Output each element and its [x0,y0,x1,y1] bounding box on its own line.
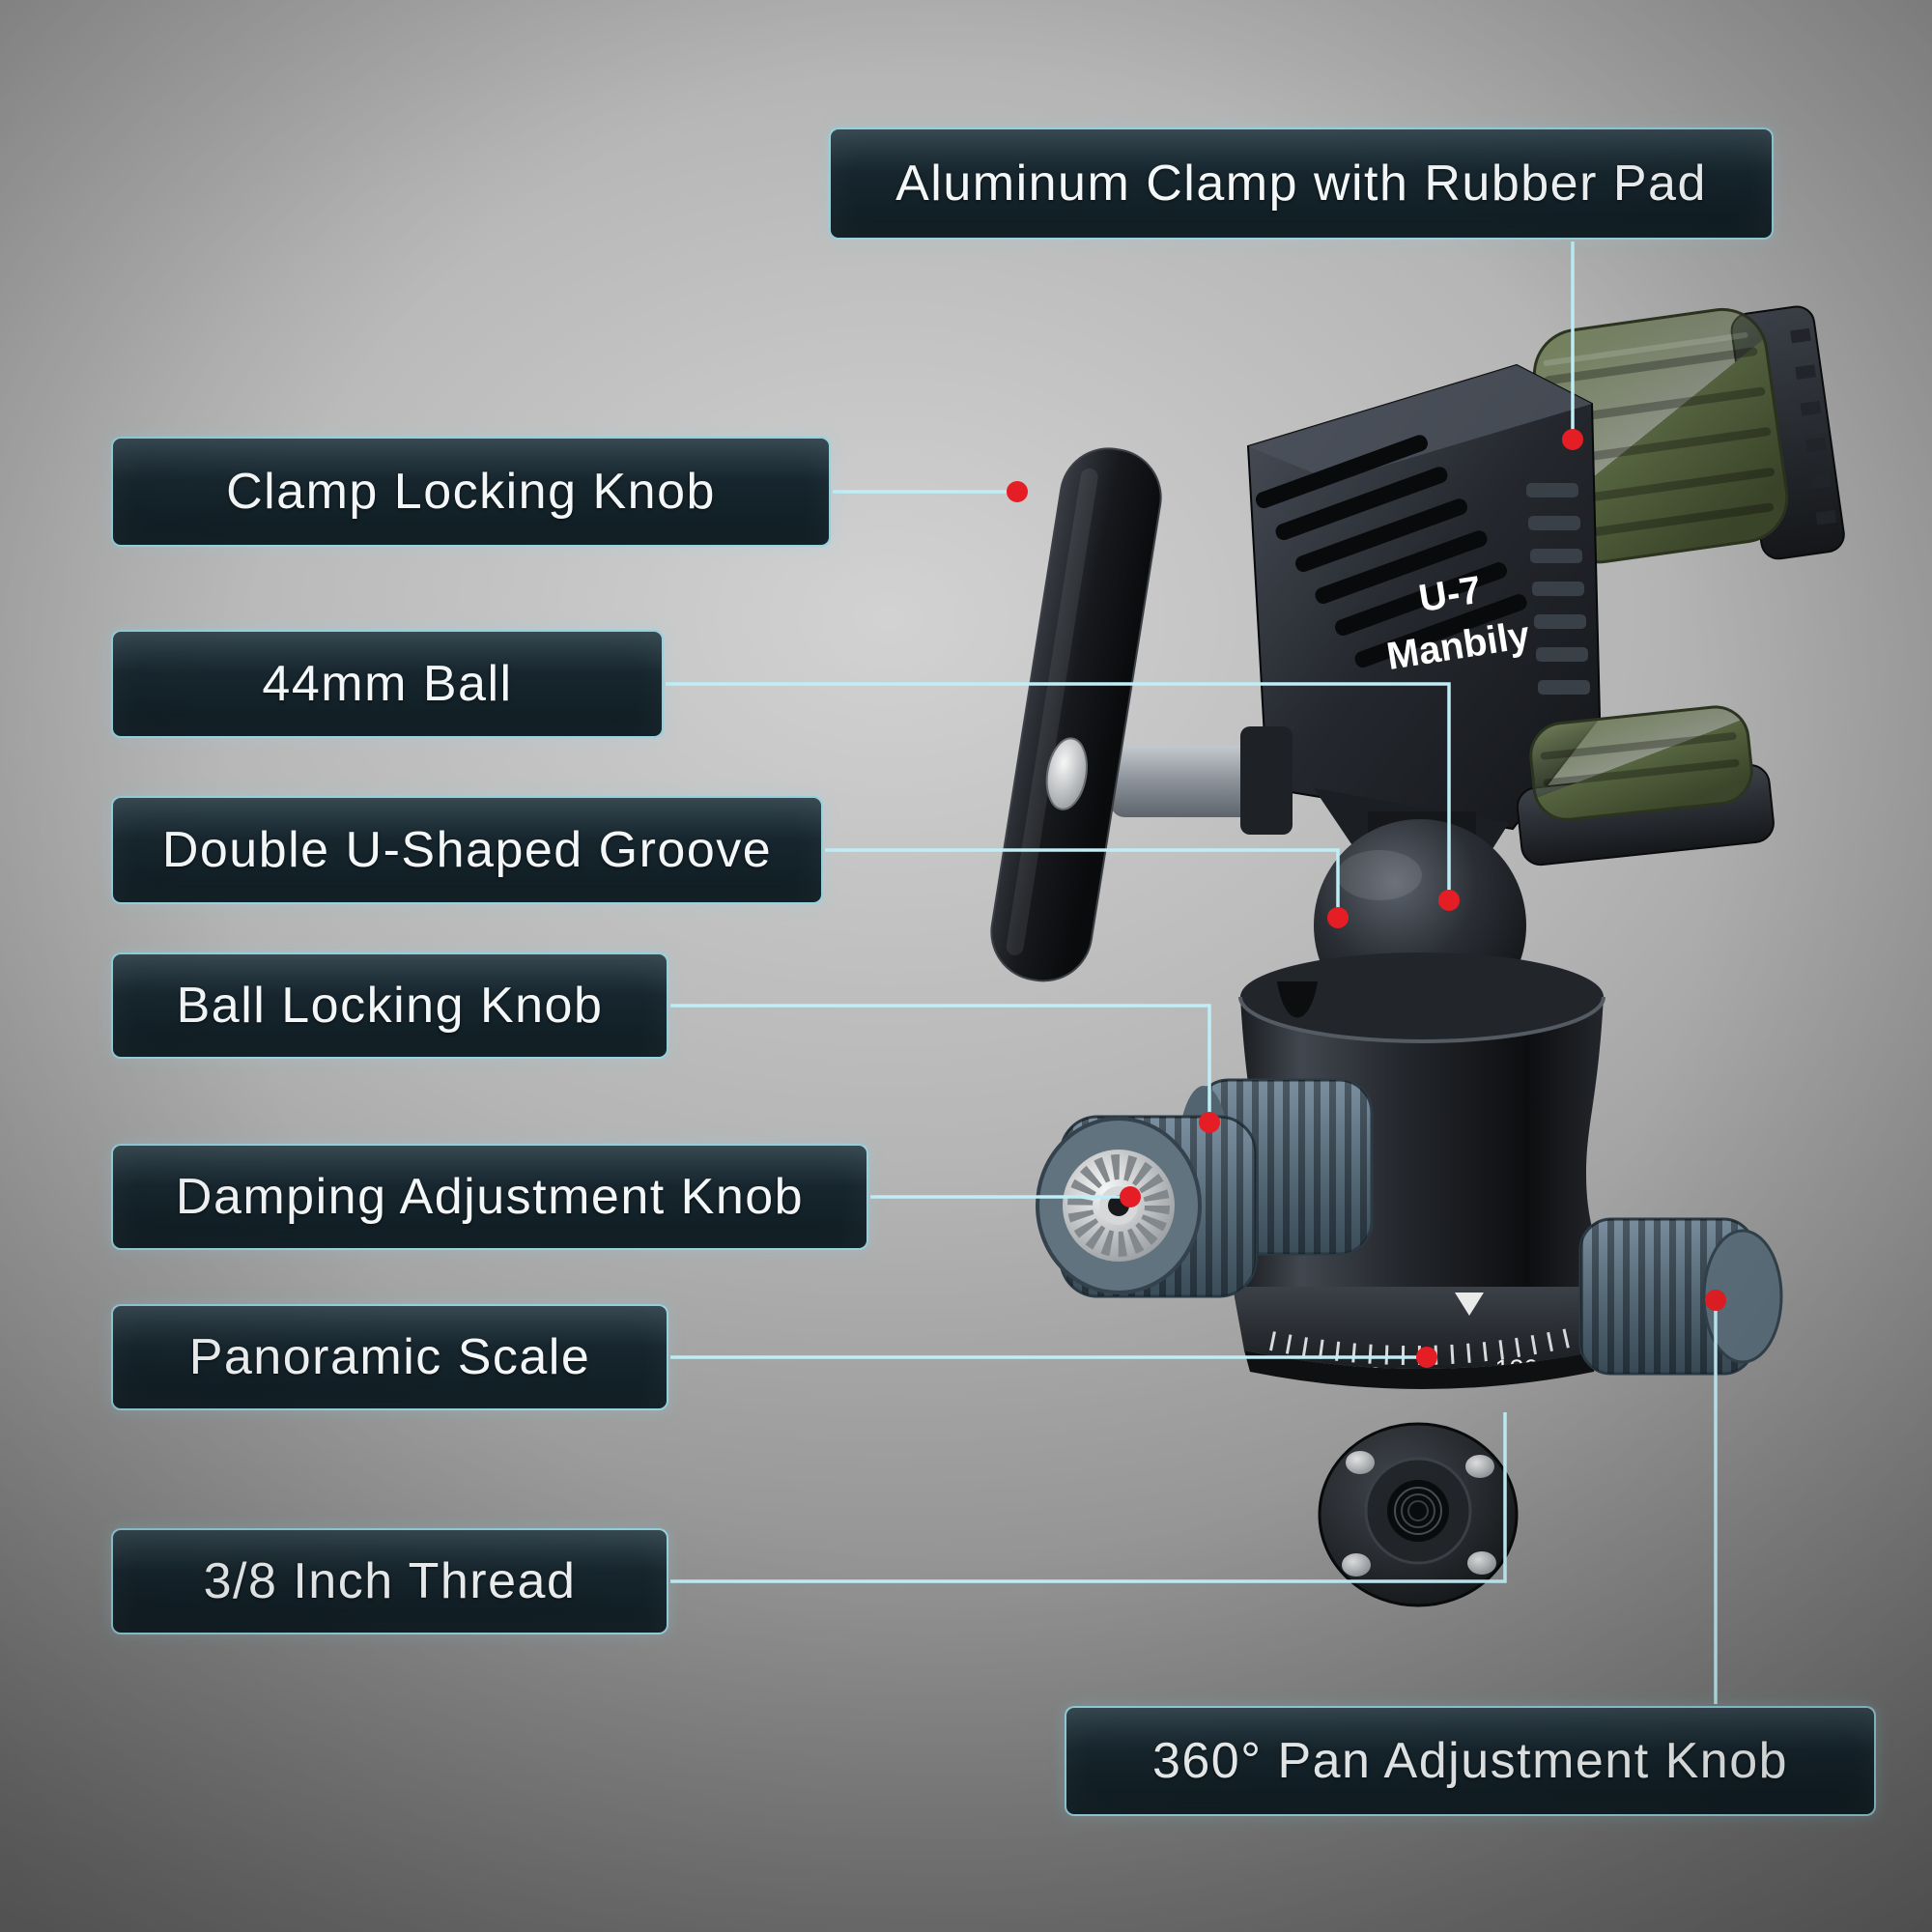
disc-screw [1467,1551,1496,1575]
label-44mm-ball-text: 44mm Ball [262,656,513,712]
disc-screw [1342,1553,1371,1577]
thread-hole [1387,1480,1449,1542]
marker-dot-pan-knob [1705,1290,1726,1311]
handle-pivot-cap [1045,737,1088,810]
clamp-knob-collar [1240,726,1293,835]
label-damping-knob: Damping Adjustment Knob [111,1144,868,1250]
label-pan-knob-text: 360° Pan Adjustment Knob [1151,1733,1789,1789]
label-aluminum-clamp: Aluminum Clamp with Rubber Pad [829,128,1774,240]
label-panoramic-scale-text: Panoramic Scale [188,1329,591,1385]
clamp-top-face [1248,365,1592,481]
housing-bottom-edge [1244,1350,1600,1389]
marker-dot-damping-knob [1120,1186,1141,1208]
disc-screw [1465,1455,1494,1478]
ball-highlight [1337,850,1422,900]
label-double-u-groove: Double U-Shaped Groove [111,796,823,904]
label-thread: 3/8 Inch Thread [111,1528,668,1634]
connector-44mm-ball [666,682,1451,896]
connector-double-u-groove [825,848,1340,914]
label-double-u-groove-text: Double U-Shaped Groove [161,822,773,878]
model-text: U-7 [1416,569,1485,621]
label-damping-knob-text: Damping Adjustment Knob [175,1169,805,1225]
connector-thread [670,1412,1507,1583]
thread-disc [1318,1422,1519,1607]
marker-dot-ball-locking-knob [1199,1112,1220,1133]
marker-dot-double-u-groove [1327,907,1349,928]
ball-housing: 90 120 [1233,952,1611,1391]
disc-screw [1346,1451,1375,1474]
connector-ball-locking-knob [670,1004,1211,1119]
u-shaped-groove [1277,981,1318,1018]
scale-tick-marks [1268,1327,1576,1366]
marker-dot-panoramic-scale [1416,1347,1437,1368]
label-44mm-ball: 44mm Ball [111,630,664,738]
rubber-pad-bottom [1529,705,1753,821]
marker-dot-44mm-ball [1438,890,1460,911]
clamp-vent-slits [1255,435,1527,668]
damping-knob-ray-pattern [1067,1154,1170,1257]
rubber-pad-top [1532,307,1789,564]
label-pan-knob: 360° Pan Adjustment Knob [1065,1706,1876,1816]
label-panoramic-scale: Panoramic Scale [111,1304,668,1410]
clamp-knob-stem [1111,746,1280,817]
damping-adjustment-knob [1036,1115,1258,1298]
marker-dot-aluminum-clamp [1562,429,1583,450]
label-aluminum-clamp-text: Aluminum Clamp with Rubber Pad [895,156,1707,212]
label-clamp-locking-knob: Clamp Locking Knob [111,437,831,547]
aluminum-clamp: U-7 Manbily [1246,305,1845,867]
marker-dot-clamp-locking-knob [1007,481,1028,502]
housing-rim-back [1240,952,1604,1041]
clamp-locking-knob-handle [990,447,1162,982]
scale-pointer-triangle [1455,1293,1484,1316]
pan-adjustment-knob [1578,1217,1783,1376]
housing-rim-front [1238,996,1605,1043]
pan-knob-face [1702,1229,1783,1364]
label-thread-text: 3/8 Inch Thread [203,1553,577,1609]
label-ball-locking-knob: Ball Locking Knob [111,952,668,1059]
label-clamp-locking-knob-text: Clamp Locking Knob [226,464,716,520]
label-ball-locking-knob-text: Ball Locking Knob [176,978,604,1034]
clamp-rib-column [1526,483,1590,695]
